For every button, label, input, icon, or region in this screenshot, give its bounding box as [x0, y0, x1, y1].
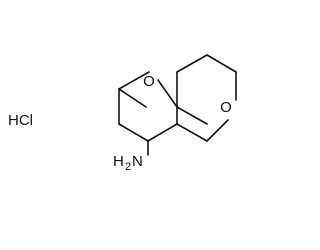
bonds-left-ring [118, 71, 178, 156]
bond-r1-r2 [176, 54, 208, 73]
atom-label-oxygen-left: O [143, 73, 155, 90]
bond-o1-spiro [157, 79, 178, 108]
atom-label-amine: H 2 N [113, 153, 143, 173]
amine-h-label: H [113, 153, 124, 170]
amine-n-label: N [132, 153, 143, 170]
bond-c2-o1 [118, 71, 150, 90]
bond-c5-c4 [147, 123, 178, 142]
bond-c6-c5 [118, 123, 149, 142]
bonds-right-ring [176, 54, 237, 142]
bond-o2-r4 [206, 119, 229, 142]
bond-spiro-r5 [176, 106, 208, 125]
atom-label-oxygen-right: O [220, 99, 232, 116]
bond-r4-r5 [176, 123, 208, 142]
amine-subscript: 2 [125, 161, 131, 173]
bond-r2-r3 [206, 54, 237, 73]
bond-c1-c2 [118, 88, 147, 108]
structure-diagram: O O H 2 N HCl [8, 54, 237, 173]
salt-label-hcl: HCl [8, 112, 33, 129]
